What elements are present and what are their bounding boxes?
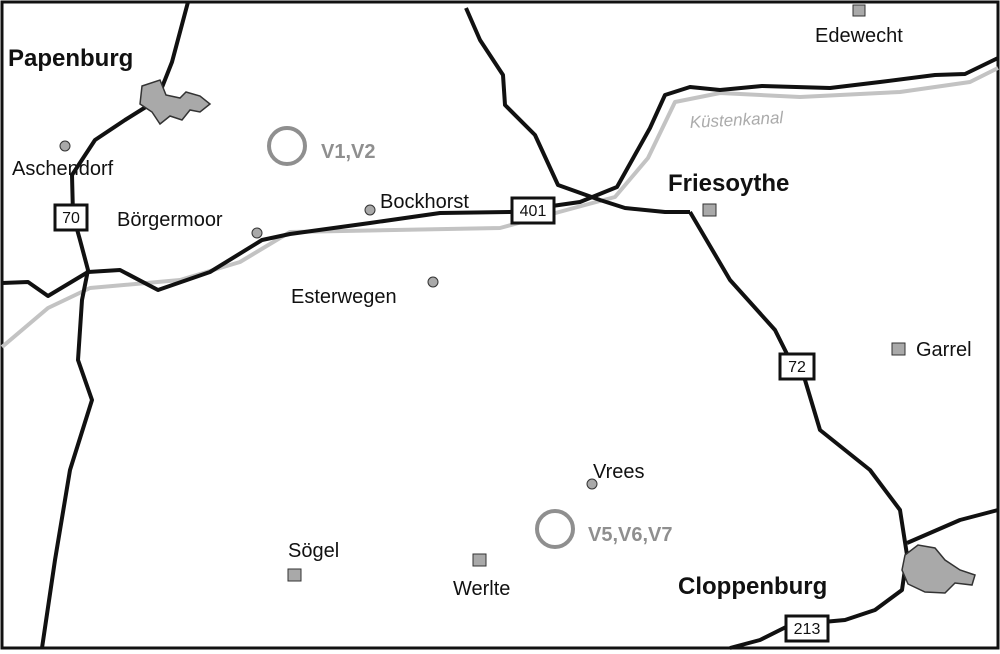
werlte-marker [472,553,487,567]
bockhorst-marker [364,204,376,216]
friesoythe-marker [702,203,717,217]
site-v5-v7-label: V5,V6,V7 [588,524,673,546]
site-v1-v2-label: V1,V2 [321,141,375,163]
vrees-label: Vrees [593,461,645,483]
boergermoor-marker [251,227,263,239]
soegel-marker [287,568,302,582]
site-v1-v2-marker [267,126,307,166]
esterwegen-label: Esterwegen [291,286,397,308]
boergermoor-label: Börgermoor [117,209,223,231]
cloppenburg-label: Cloppenburg [678,573,827,600]
aschendorf-label: Aschendorf [12,158,114,180]
garrel-marker [891,342,906,356]
papenburg-urban-area [139,79,212,126]
road-213 [906,508,999,545]
edewecht-label: Edewecht [815,25,903,47]
papenburg-label: Papenburg [8,45,133,72]
road-72-label: 72 [788,359,806,376]
bockhorst-label: Bockhorst [380,191,469,213]
road-213-label: 213 [794,621,821,638]
werlte-label: Werlte [453,578,510,600]
friesoythe-label: Friesoythe [668,170,789,197]
aschendorf-marker [59,140,71,152]
soegel-label: Sögel [288,540,339,562]
road-north-friesoythe [464,7,690,214]
cloppenburg-urban-area [901,544,976,594]
road-401-shield: 401 [510,196,556,225]
esterwegen-marker [427,276,439,288]
road-70-shield: 70 [53,203,89,232]
road-72-shield: 72 [778,352,816,381]
road-213-shield: 213 [784,614,830,643]
site-v5-v7-marker [535,509,575,549]
garrel-label: Garrel [916,339,972,361]
road-401-label: 401 [520,203,547,220]
road-70-label: 70 [62,210,80,227]
vrees-marker [586,478,598,490]
edewecht-marker [852,4,866,17]
kuestenkanal-label: Küstenkanal [689,108,785,132]
